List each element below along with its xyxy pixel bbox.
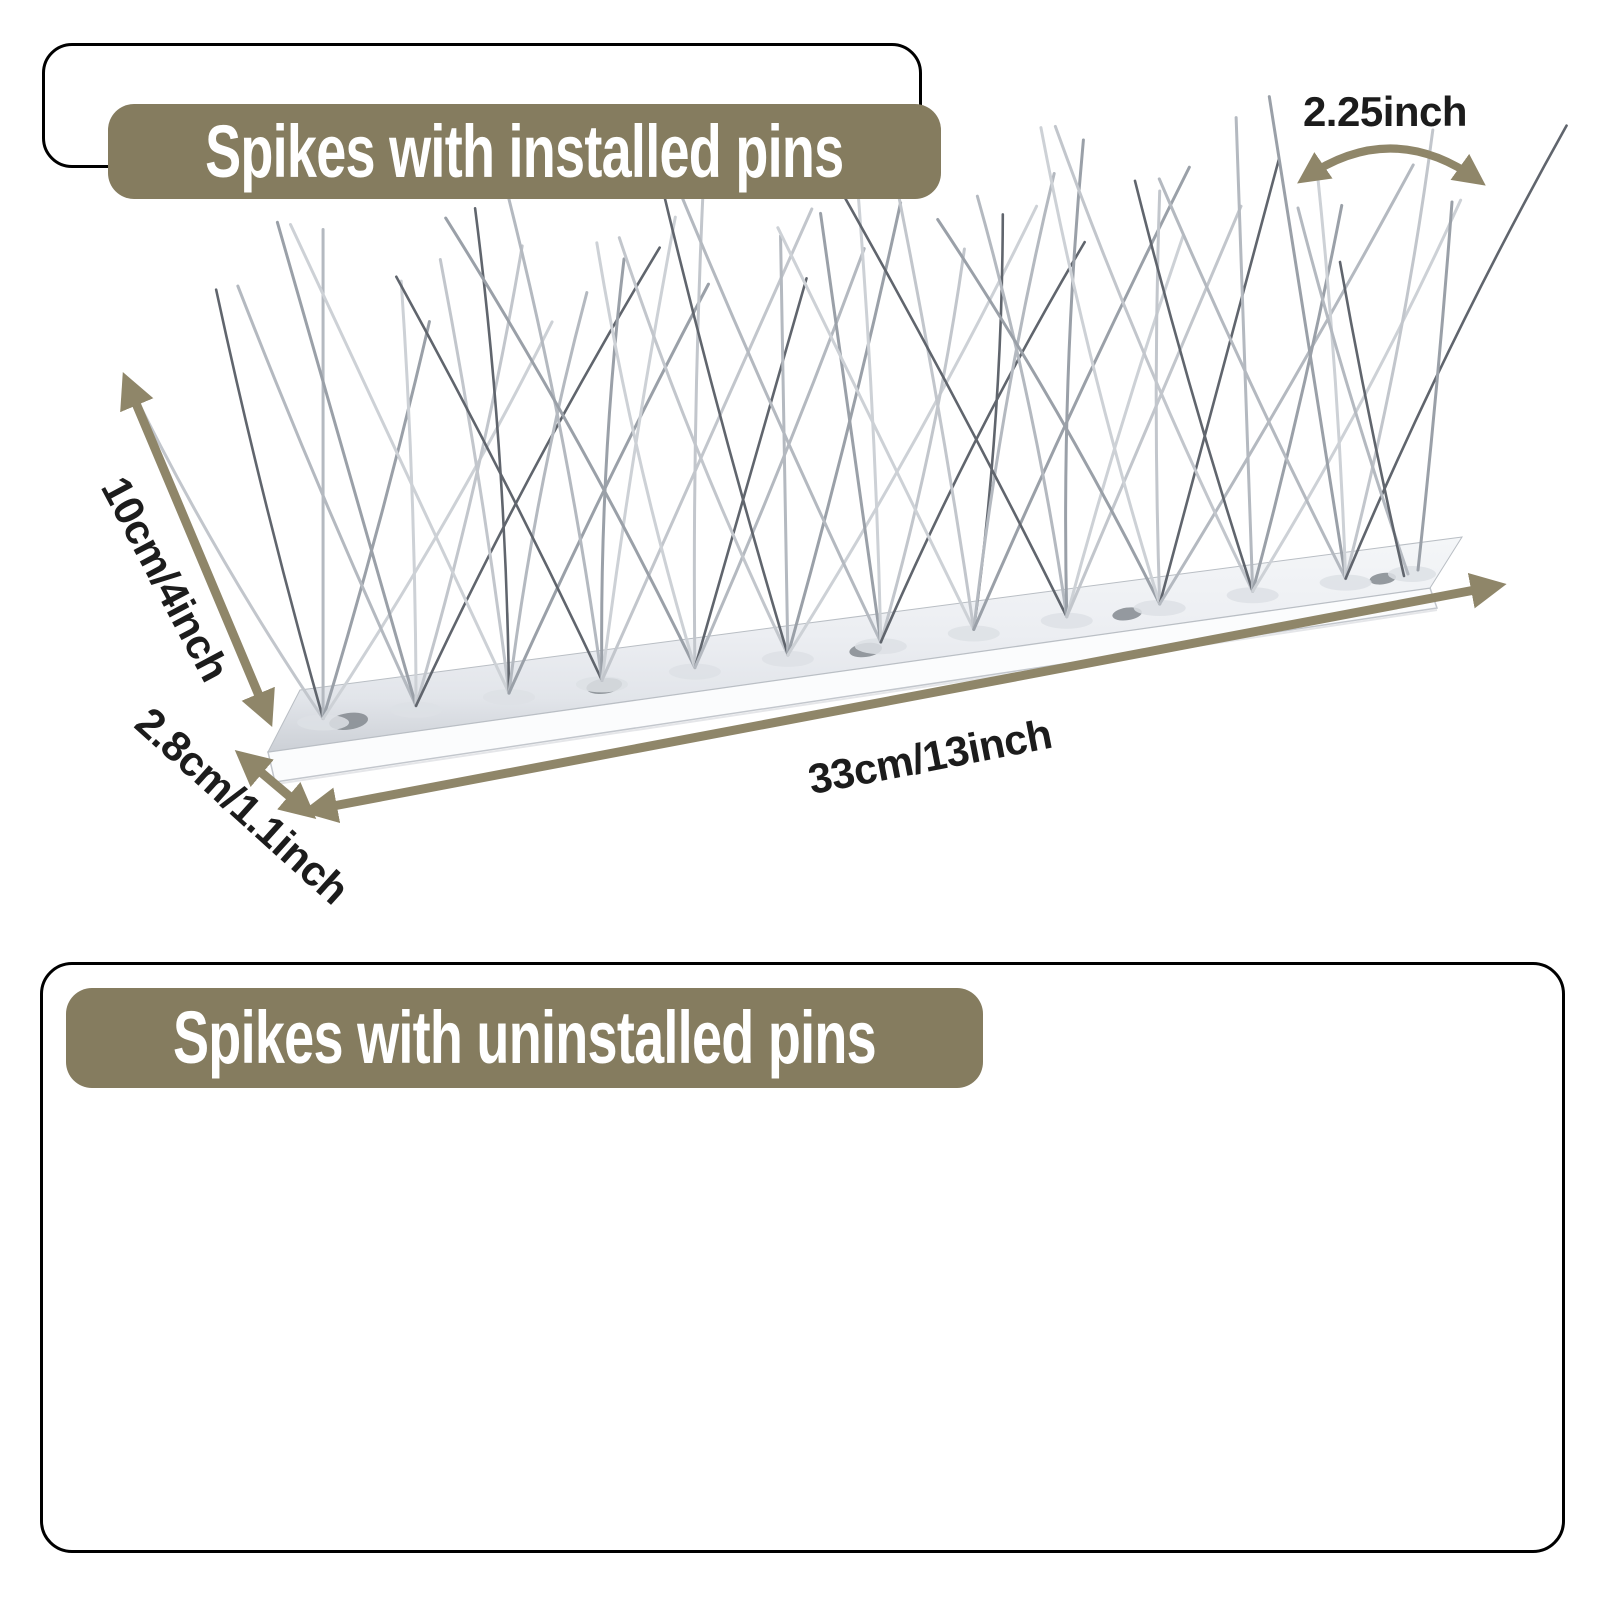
height-arrow: [120, 372, 275, 727]
length-arrow: [301, 572, 1507, 824]
uninstalled-title-badge: Spikes with uninstalled pins: [66, 988, 983, 1088]
installed-section-box: Spikes with installed pins: [42, 43, 941, 199]
dimension-arrows: [120, 144, 1507, 824]
uninstalled-title: Spikes with uninstalled pins: [173, 996, 877, 1079]
installed-spikes-photo: [124, 95, 1568, 785]
installed-title: Spikes with installed pins: [205, 109, 844, 193]
installed-title-badge: Spikes with installed pins: [108, 104, 941, 199]
base-width-arrow: [234, 750, 317, 819]
tip-gap-arc-arrow: [1297, 144, 1486, 186]
